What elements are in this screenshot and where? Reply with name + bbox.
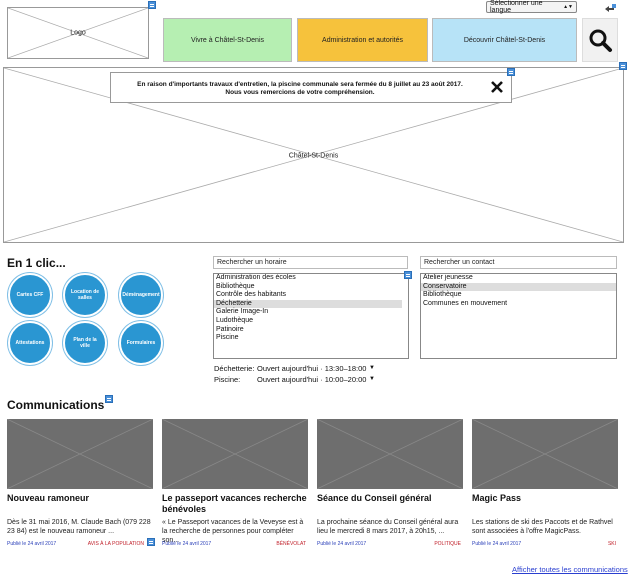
search-icon (589, 29, 612, 52)
hours-place: Piscine: (214, 375, 241, 384)
card-text: Dès le 31 mai 2016, M. Claude Bach (079 … (7, 519, 151, 535)
card-title[interactable]: Séance du Conseil général (317, 493, 432, 503)
nav-administration[interactable]: Administration et autorités (297, 18, 428, 62)
contact-item[interactable]: Atelier jeunesse (423, 274, 473, 281)
schedule-listbox[interactable]: Administration des écoles Bibliothèque C… (213, 273, 409, 359)
notice-line-2: Nous vous remercions de votre compréhens… (225, 89, 375, 96)
card-tag[interactable]: POLITIQUE (434, 541, 461, 547)
schedule-item[interactable]: Piscine (216, 334, 239, 342)
schedule-item[interactable]: Bibliothèque (216, 282, 255, 290)
share-icon[interactable] (604, 3, 616, 13)
nav-decouvrir-label: Découvrir Châtel-St-Denis (463, 36, 546, 44)
card-tag[interactable]: BÉNÉVOLAT (276, 541, 306, 547)
notice-line-1: En raison d'importants travaux d'entreti… (137, 81, 463, 88)
all-communications-link[interactable]: Afficher toutes les communications (512, 565, 628, 574)
note-icon (507, 68, 515, 76)
hours-place: Déchetterie: (214, 364, 255, 373)
card-image[interactable] (472, 419, 618, 489)
communications-title: Communications (7, 398, 105, 412)
card-image[interactable] (7, 419, 153, 489)
hours-row-piscine: Piscine: Ouvert aujourd'hui · 10:00–20:0… (214, 375, 384, 385)
card-image[interactable] (162, 419, 308, 489)
card-title[interactable]: Magic Pass (472, 493, 522, 503)
contact-item[interactable]: Bibliothèque (423, 291, 462, 299)
hero-label: Châtel-St-Denis (288, 152, 339, 160)
card-date: Publié le 24 avril 2017 (317, 541, 367, 547)
quick-button-cartes-cff[interactable]: Cartes CFF (8, 273, 52, 317)
search-button[interactable] (582, 18, 618, 62)
contact-item-selected[interactable]: Conservatoire (421, 282, 616, 292)
note-icon (148, 1, 156, 9)
quick-title: En 1 clic... (7, 256, 66, 270)
schedule-item[interactable]: Patinoire (216, 325, 244, 333)
schedule-item[interactable]: Galerie Image-In (216, 308, 269, 316)
notice-banner: En raison d'importants travaux d'entreti… (110, 72, 512, 103)
note-icon (404, 271, 412, 279)
dropdown-arrow-icon[interactable]: ▼ (369, 376, 375, 382)
dropdown-arrow-icon[interactable]: ▼ (369, 365, 375, 371)
card-text: La prochaine séance du Conseil général a… (317, 519, 459, 535)
schedule-item[interactable]: Contrôle des habitants (216, 291, 287, 299)
logo-label: Logo (70, 29, 86, 37)
quick-button-formulaires[interactable]: Formulaires (119, 321, 163, 365)
schedule-item[interactable]: Ludothèque (216, 316, 253, 324)
select-arrows-icon: ▲▼ (563, 4, 573, 10)
quick-button-location-salles[interactable]: Location de salles (63, 273, 107, 317)
card-image[interactable] (317, 419, 463, 489)
card-tag[interactable]: SKI (607, 541, 616, 547)
schedule-item[interactable]: Administration des écoles (216, 274, 296, 281)
card-title[interactable]: Le passeport vacances recherche bénévole… (162, 493, 307, 514)
card-date: Publié le 24 avril 2017 (472, 541, 522, 547)
note-icon (105, 395, 113, 403)
hours-row-dechetterie: Déchetterie: Ouvert aujourd'hui · 13:30–… (214, 364, 384, 374)
language-select[interactable]: Sélectionner une langue ▲▼ (486, 0, 577, 14)
hours-value: Ouvert aujourd'hui · 10:00–20:00 (257, 375, 367, 384)
card-text: « Le Passeport vacances de la Veveyse es… (162, 519, 304, 544)
contact-search-input[interactable]: Rechercher un contact (420, 256, 617, 269)
language-select-value: Sélectionner une langue (490, 0, 543, 14)
contact-listbox[interactable]: Atelier jeunesse Conservatoire Bibliothè… (420, 273, 617, 359)
quick-button-plan-ville[interactable]: Plan de la ville (63, 321, 107, 365)
note-icon (147, 538, 155, 546)
card-text: Les stations de ski des Paccots et de Ra… (472, 519, 613, 535)
nav-administration-label: Administration et autorités (322, 36, 403, 44)
nav-vivre[interactable]: Vivre à Châtel-St-Denis (163, 18, 292, 62)
quick-button-demenagement[interactable]: Déménagement (119, 273, 163, 317)
schedule-search-input[interactable]: Rechercher un horaire (213, 256, 408, 269)
hours-value: Ouvert aujourd'hui · 13:30–18:00 (257, 364, 367, 373)
close-icon[interactable] (490, 80, 504, 94)
note-icon (619, 62, 627, 70)
quick-button-attestations[interactable]: Attestations (8, 321, 52, 365)
schedule-item-selected[interactable]: Déchetterie (214, 299, 402, 309)
card-title[interactable]: Nouveau ramoneur (7, 493, 90, 503)
nav-decouvrir[interactable]: Découvrir Châtel-St-Denis (432, 18, 577, 62)
logo-placeholder[interactable]: Logo (7, 7, 149, 59)
contact-item[interactable]: Communes en mouvement (423, 299, 508, 307)
card-date: Publié le 24 avril 2017 (7, 541, 57, 547)
card-date: Publié le 24 avril 2017 (162, 541, 212, 547)
card-tag[interactable]: AVIS À LA POPULATION (87, 541, 144, 547)
nav-vivre-label: Vivre à Châtel-St-Denis (190, 36, 264, 44)
